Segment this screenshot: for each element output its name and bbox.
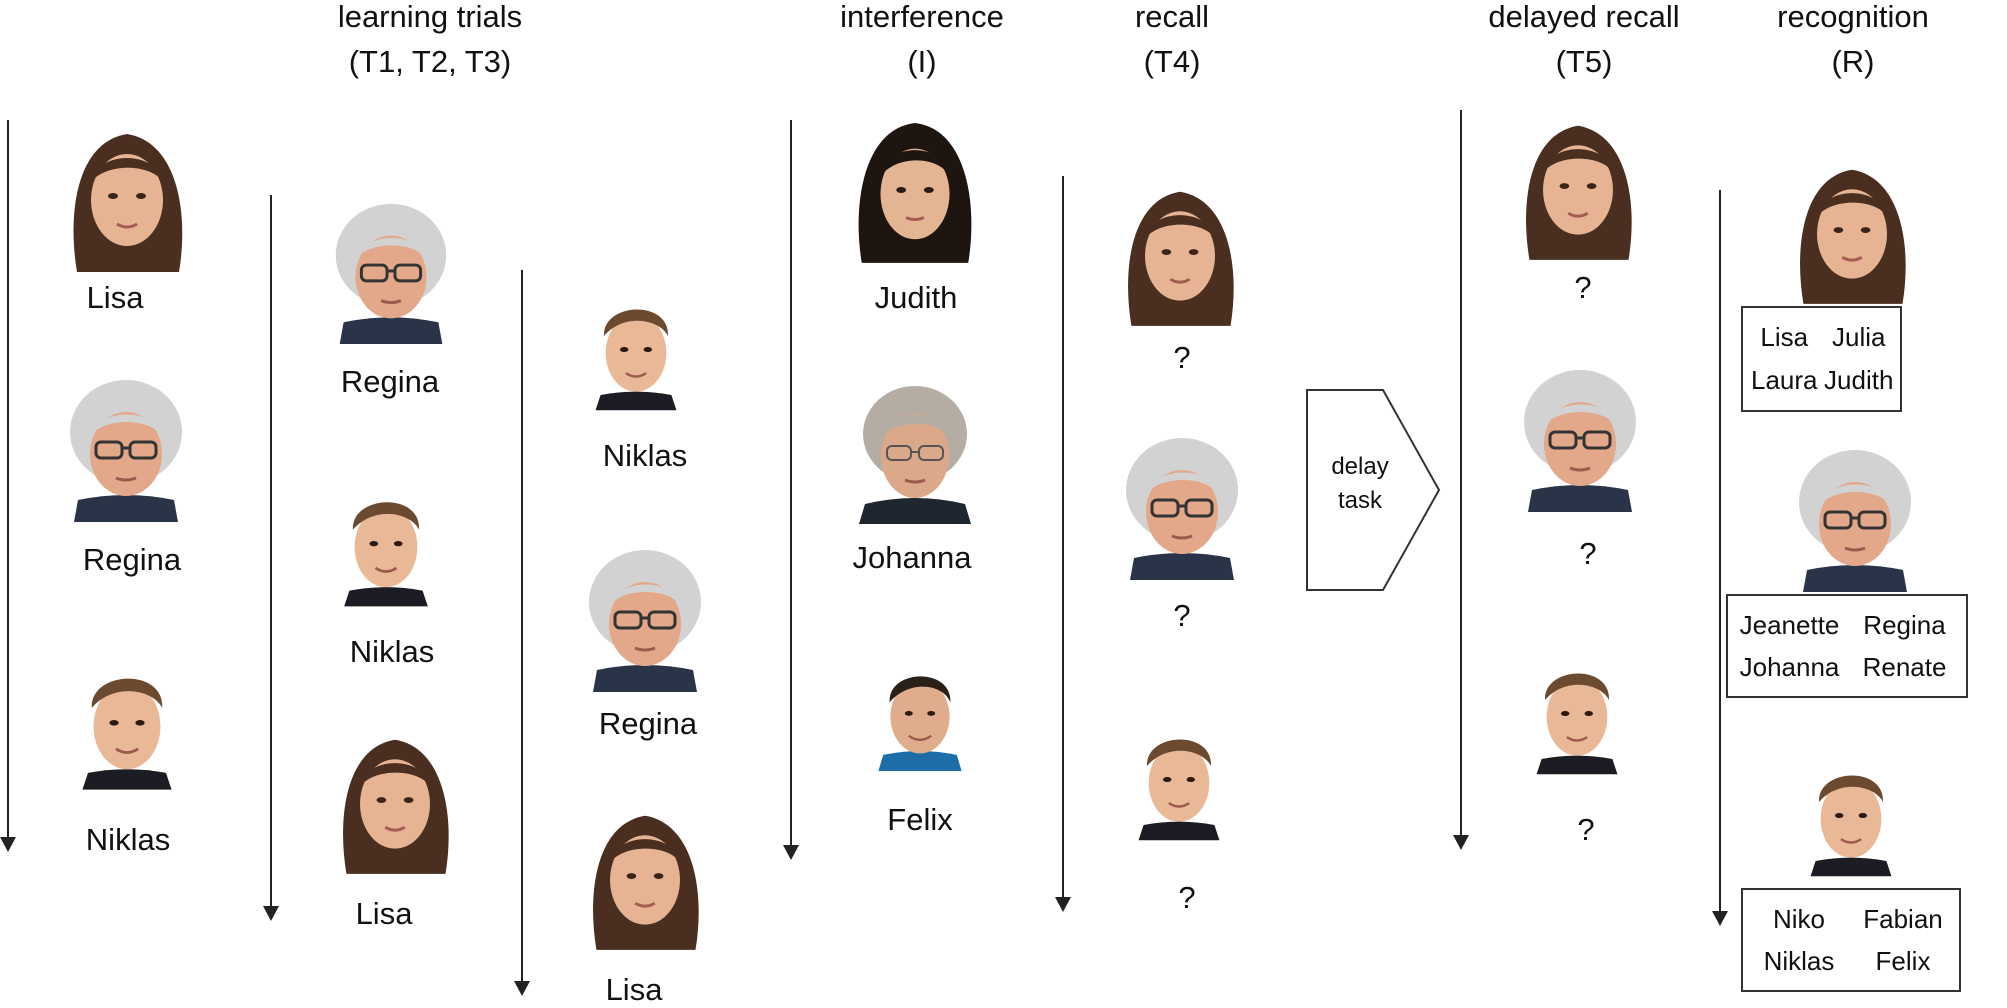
recognition-choice-box: Jeanette Regina Johanna Renate: [1726, 594, 1968, 698]
face-lisa-portrait: [327, 726, 463, 876]
face-niklas-portrait: [325, 466, 447, 616]
timeline-arrow-t3: [514, 270, 530, 996]
timeline-arrow-recall: [1055, 176, 1071, 912]
recall-question-mark: ?: [1173, 340, 1191, 375]
face-niklas-portrait: [1120, 702, 1238, 852]
trial1-name-3: Niklas: [85, 822, 171, 857]
delay-task-line2: task: [1337, 487, 1382, 514]
choice-option[interactable]: Fabian: [1863, 903, 1943, 934]
header-learning-line1: learning trials: [337, 0, 523, 34]
delay-task-arrow-shape: [1306, 389, 1441, 591]
header-recognition-line1: recognition: [1777, 0, 1929, 34]
choice-option[interactable]: Lisa: [1760, 322, 1809, 352]
delay-task-label: delay task: [1305, 450, 1415, 518]
face-regina-portrait: [318, 196, 464, 344]
choice-option[interactable]: Niko: [1772, 903, 1825, 934]
header-recognition: recognition (R): [1777, 0, 1929, 84]
face-regina-portrait: [1108, 430, 1256, 580]
face-regina-portrait: [1506, 362, 1654, 512]
interference-name-3: Felix: [887, 802, 953, 837]
timeline-arrow-delayed: [1453, 110, 1469, 850]
face-lisa-portrait: [57, 122, 197, 272]
choice-option[interactable]: Niklas: [1763, 945, 1835, 976]
choice-option[interactable]: Renate: [1862, 651, 1947, 682]
face-regina-portrait: [56, 372, 196, 522]
timeline-arrow-t1: [0, 120, 16, 852]
face-niklas-portrait: [1518, 636, 1636, 786]
choice-option[interactable]: Felix: [1875, 945, 1931, 976]
trial2-name-2: Niklas: [349, 634, 435, 669]
face-lisa-portrait: [1510, 112, 1646, 262]
header-delayed-recall: delayed recall (T5): [1488, 0, 1679, 84]
header-interference-line1: interference: [840, 0, 1004, 34]
timeline-arrow-interference: [783, 120, 799, 860]
timeline-arrow-recognition: [1712, 190, 1728, 926]
face-judith-portrait: [846, 114, 984, 264]
header-delayed-line2: (T5): [1555, 44, 1613, 79]
delayed-question-mark: ?: [1579, 536, 1597, 571]
delay-task-line1: delay: [1331, 453, 1389, 480]
header-recognition-line2: (R): [1831, 44, 1875, 79]
trial1-name-2: Regina: [82, 542, 182, 577]
delayed-question-mark: ?: [1577, 812, 1595, 847]
trial3-name-3: Lisa: [605, 972, 663, 1007]
choice-option[interactable]: Regina: [1863, 609, 1946, 640]
header-recall-line2: (T4): [1143, 44, 1201, 79]
choice-option[interactable]: Johanna: [1739, 651, 1840, 682]
face-felix-portrait: [864, 636, 976, 786]
trial3-name-2: Regina: [598, 706, 698, 741]
face-niklas-portrait: [1792, 738, 1910, 888]
header-recall-line1: recall: [1134, 0, 1210, 34]
face-johanna-portrait: [840, 374, 990, 524]
trial2-name-3: Lisa: [355, 896, 413, 931]
face-lisa-portrait: [577, 802, 713, 952]
interference-name-1: Judith: [874, 280, 958, 315]
recognition-choice-box: Lisa Julia Laura Judith: [1741, 306, 1902, 412]
choice-option[interactable]: Judith: [1824, 365, 1894, 395]
recognition-choice-box: Niko Fabian Niklas Felix: [1741, 888, 1961, 992]
interference-name-2: Johanna: [852, 540, 972, 575]
trial1-name-1: Lisa: [86, 280, 144, 315]
recall-question-mark: ?: [1178, 880, 1196, 915]
face-lisa-portrait: [1112, 178, 1248, 328]
choice-option[interactable]: Laura: [1751, 365, 1818, 395]
header-learning-trials: learning trials (T1, T2, T3): [338, 0, 522, 84]
header-learning-line2: (T1, T2, T3): [348, 44, 512, 79]
trial2-name-1: Regina: [340, 364, 440, 399]
trial3-name-1: Niklas: [602, 438, 688, 473]
choice-option[interactable]: Jeanette: [1739, 609, 1840, 640]
face-niklas-portrait: [62, 645, 192, 795]
face-lisa-portrait: [1784, 156, 1920, 306]
header-interference: interference (I): [840, 0, 1004, 84]
header-delayed-line1: delayed recall: [1488, 0, 1680, 34]
header-interference-line2: (I): [907, 44, 937, 79]
choice-option[interactable]: Julia: [1832, 322, 1886, 352]
recall-question-mark: ?: [1173, 598, 1191, 633]
face-niklas-portrait: [577, 272, 695, 422]
timeline-arrow-t2: [263, 195, 279, 921]
face-regina-portrait: [1780, 442, 1930, 592]
delayed-question-mark: ?: [1574, 270, 1592, 305]
face-regina-portrait: [571, 542, 719, 692]
header-recall: recall (T4): [1135, 0, 1209, 84]
